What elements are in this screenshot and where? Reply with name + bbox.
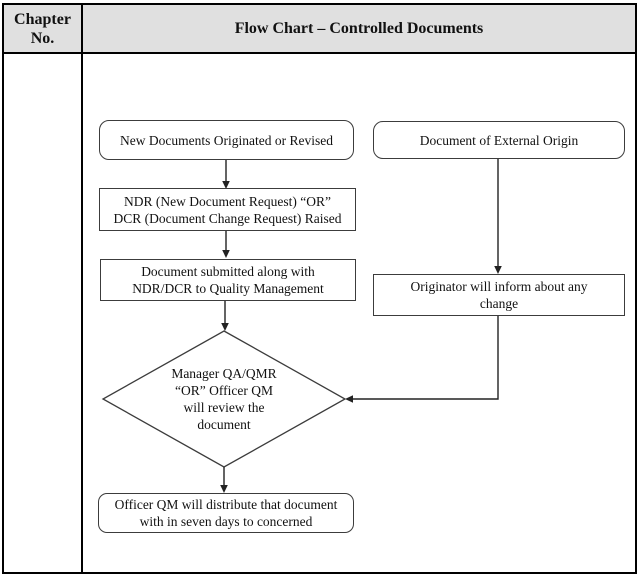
review-decision-line3: will review the	[183, 400, 265, 415]
node-external-origin: Document of External Origin	[373, 121, 625, 159]
node-ndr-dcr-raised: NDR (New Document Request) “OR” DCR (Doc…	[99, 188, 356, 231]
node-distribute-line1: Officer QM will distribute that document	[114, 497, 338, 512]
node-new-documents: New Documents Originated or Revised	[99, 120, 354, 160]
node-document-submitted-line1: Document submitted along with	[141, 264, 315, 279]
node-originator-inform: Originator will inform about any change	[373, 274, 625, 316]
node-document-submitted: Document submitted along with NDR/DCR to…	[100, 259, 356, 301]
review-decision-text: Manager QA/QMR “OR” Officer QM will revi…	[144, 365, 304, 433]
chapter-no-header-cell: Chapter No.	[4, 5, 83, 52]
chapter-label-line1: Chapter	[14, 10, 71, 28]
chapter-no-empty-cell	[4, 54, 83, 572]
review-decision-line2: “OR” Officer QM	[175, 383, 273, 398]
flowchart-title-cell: Flow Chart – Controlled Documents	[83, 5, 635, 52]
node-originator-inform-line2: change	[479, 296, 519, 311]
node-new-documents-text: New Documents Originated or Revised	[120, 132, 333, 148]
node-ndr-dcr-line1: NDR (New Document Request) “OR”	[124, 193, 331, 209]
node-document-submitted-line2: NDR/DCR to Quality Management	[132, 281, 324, 296]
node-distribute-document: Officer QM will distribute that document…	[98, 493, 354, 533]
page-title: Flow Chart – Controlled Documents	[234, 19, 484, 37]
node-distribute-line2: with in seven days to concerned	[139, 514, 313, 529]
review-decision-line1: Manager QA/QMR	[171, 366, 277, 381]
review-decision-line4: document	[197, 417, 251, 432]
node-originator-inform-line1: Originator will inform about any	[410, 279, 588, 294]
node-ndr-dcr-line2: DCR (Document Change Request) Raised	[113, 210, 342, 226]
header-row: Chapter No. Flow Chart – Controlled Docu…	[4, 5, 635, 54]
node-external-origin-text: Document of External Origin	[419, 132, 579, 148]
chapter-label-line2: No.	[30, 29, 55, 47]
